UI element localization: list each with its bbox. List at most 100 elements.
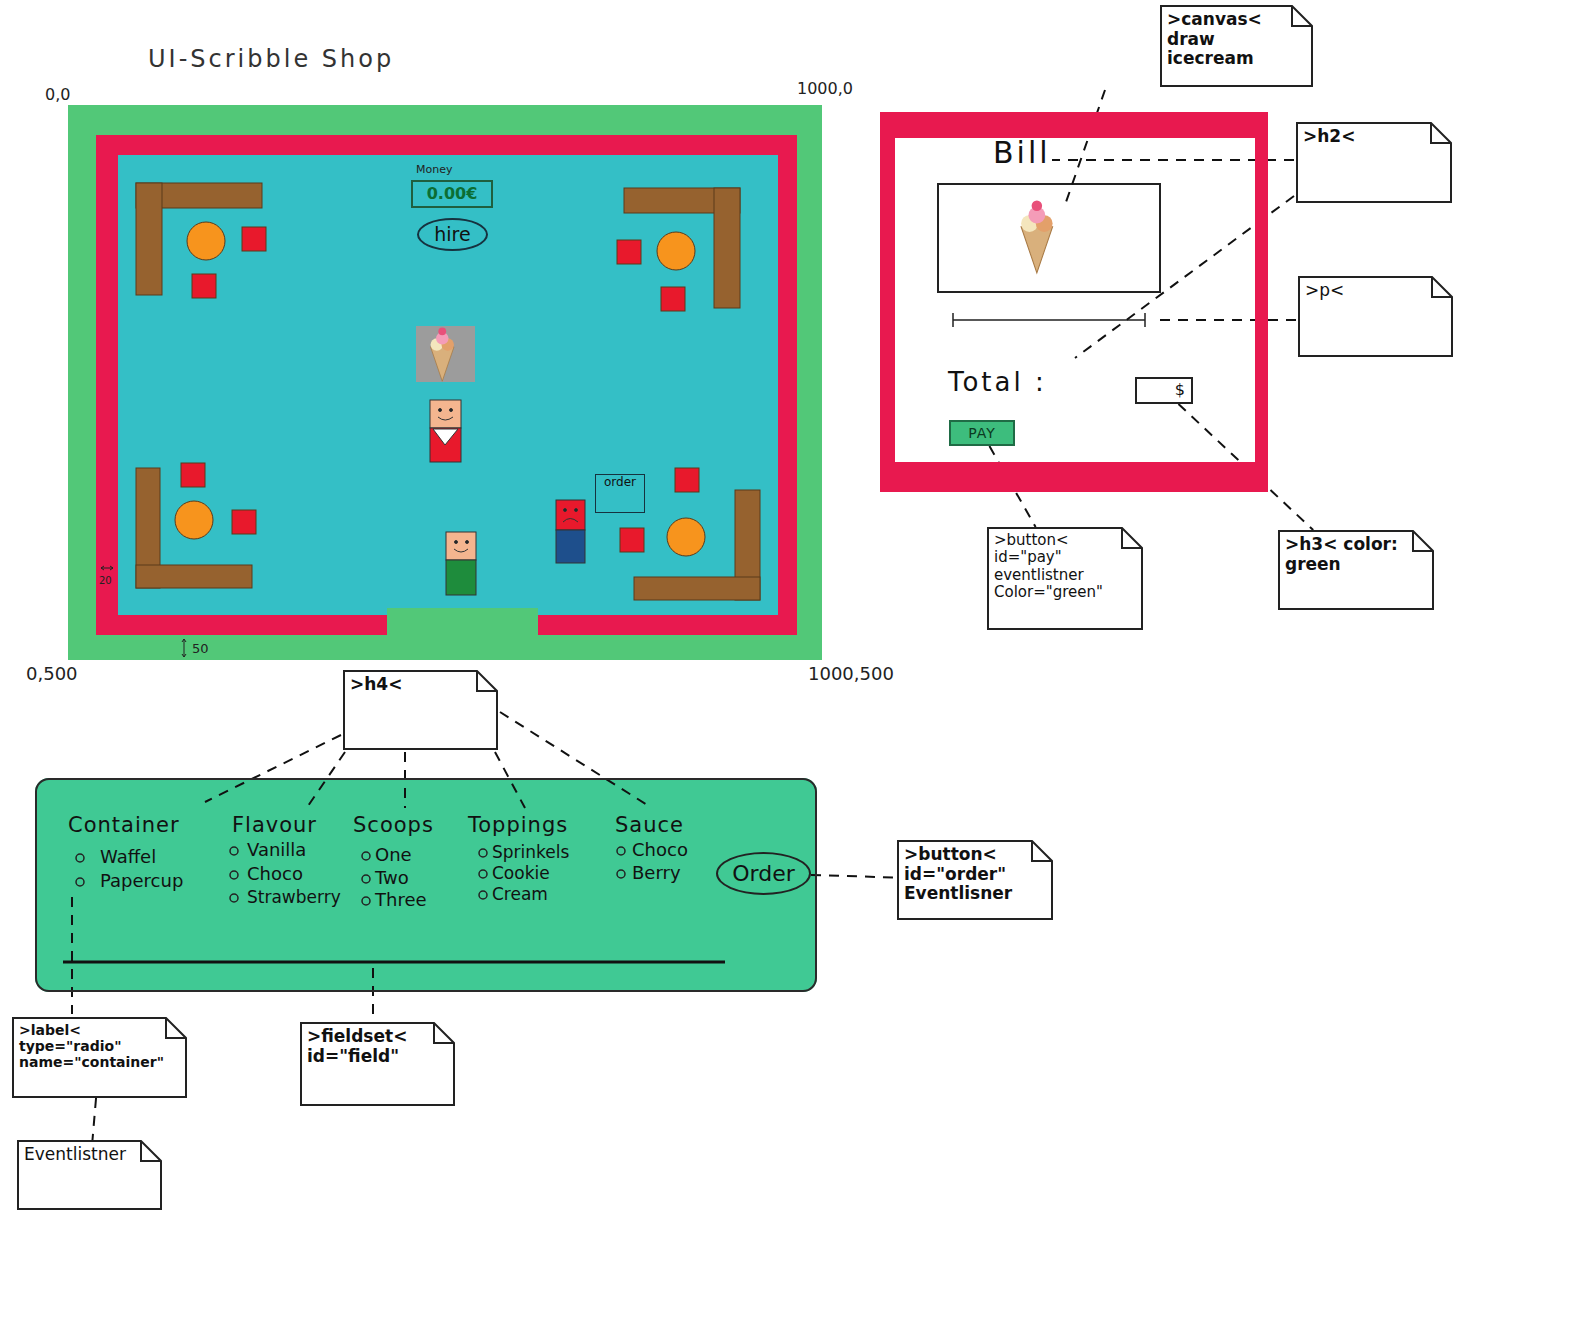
leader-line (1160, 319, 1296, 321)
note-fold (1432, 277, 1452, 297)
callout-note: >h2< (1296, 122, 1452, 203)
leader-line (404, 752, 406, 808)
icecream-cone (431, 327, 454, 381)
node-label: order (604, 476, 636, 490)
radio (230, 871, 238, 879)
note-shape (898, 841, 1052, 919)
note-shape (1161, 6, 1312, 86)
node-label: Total : (948, 368, 1047, 398)
annotation-label: 0,0 (45, 86, 70, 104)
note-text: >label< type="radio" name="container" (19, 1022, 164, 1070)
node-label: Vanilla (247, 840, 306, 861)
radio (230, 894, 238, 902)
note-text: >h3< color: green (1285, 535, 1411, 574)
node-label: Berry (632, 863, 681, 884)
body (430, 428, 461, 462)
eye (466, 541, 469, 544)
shop-wall (96, 135, 797, 635)
note-text: >h2< (1303, 127, 1355, 147)
chair (192, 274, 216, 298)
radio (362, 897, 370, 905)
eye (575, 509, 578, 512)
leader-line (372, 968, 374, 1020)
node-label: Sprinkels (492, 843, 569, 863)
head (446, 532, 476, 560)
icecream-display (416, 326, 475, 382)
callout-note: >fieldset< id="field" (300, 1022, 455, 1106)
note-fold (477, 671, 497, 691)
node-label: 0.00€ (427, 185, 478, 203)
callout-note: >h3< color: green (1278, 530, 1434, 610)
shop-door (387, 608, 538, 638)
fieldset-rule (63, 961, 725, 964)
annotation-label: 50 (192, 642, 209, 657)
radio (76, 878, 84, 886)
counter (714, 188, 740, 308)
annotation-label: 1000,0 (797, 80, 853, 98)
pay-button: PAY (949, 420, 1015, 446)
chair (232, 510, 256, 534)
node-label: Choco (247, 864, 303, 885)
customer-happy (446, 532, 476, 595)
radio (230, 847, 238, 855)
node-label: Toppings (468, 813, 568, 837)
node-label: Papercup (100, 871, 183, 892)
note-shape (1297, 123, 1451, 202)
counter (136, 565, 252, 588)
server-person (430, 400, 461, 462)
note-shape (1299, 277, 1452, 356)
table (175, 501, 213, 539)
eye (450, 409, 453, 412)
note-fold (1431, 123, 1451, 143)
dimension-arrow (101, 566, 113, 570)
note-text: >button< id="order" Eventlisner (904, 845, 1030, 904)
node-label: PAY (968, 425, 996, 441)
order-form-panel: ContainerWaffelPapercupFlavourVanillaCho… (35, 778, 817, 992)
mouth (454, 549, 468, 552)
callout-note: >p< (1298, 276, 1453, 357)
note-text: >fieldset< id="field" (307, 1027, 432, 1066)
counter (634, 577, 760, 600)
note-text: Eventlistner (24, 1145, 126, 1165)
dimension-arrow (182, 639, 186, 657)
note-text: >canvas< draw icecream (1167, 10, 1290, 69)
node-label: hire (434, 224, 470, 246)
callout-note: >label< type="radio" name="container" (12, 1017, 187, 1098)
hire-button: hire (417, 218, 488, 251)
callout-note: >canvas< draw icecream (1160, 5, 1313, 87)
leader-line (495, 752, 525, 808)
order-button: Order (716, 852, 811, 895)
head (430, 400, 461, 428)
body (556, 530, 585, 563)
node-label: Container (68, 813, 180, 837)
dimension-marks (101, 566, 186, 657)
bill-rule (953, 313, 1145, 327)
bill-canvas (938, 184, 1160, 292)
chair (661, 287, 685, 311)
display-case (416, 326, 475, 382)
note-shape (13, 1018, 186, 1097)
eye (564, 509, 567, 512)
annotation-label: 0,500 (26, 664, 78, 685)
dashed-connector (92, 1098, 96, 1140)
radio (76, 854, 84, 862)
node-label: Sauce (615, 813, 684, 837)
node-label: Three (375, 890, 427, 911)
callout-note: Eventlistner (17, 1140, 162, 1210)
radio (479, 849, 487, 857)
node-label: Strawberry (247, 888, 341, 908)
callout-note: >button< id="pay" eventlistner Color="gr… (987, 527, 1143, 630)
shop-room (68, 105, 822, 660)
note-fold (1122, 528, 1142, 548)
shop-ground (68, 105, 822, 660)
node-label: Cream (492, 885, 548, 905)
node-label: Flavour (232, 813, 317, 837)
leader-line (205, 735, 341, 802)
mouth (438, 417, 453, 420)
radio (362, 852, 370, 860)
callout-note: >button< id="order" Eventlisner (897, 840, 1053, 920)
shop-floor (118, 155, 778, 615)
leader-lines (72, 90, 1296, 1020)
leader-line (1065, 90, 1105, 205)
radio (479, 870, 487, 878)
